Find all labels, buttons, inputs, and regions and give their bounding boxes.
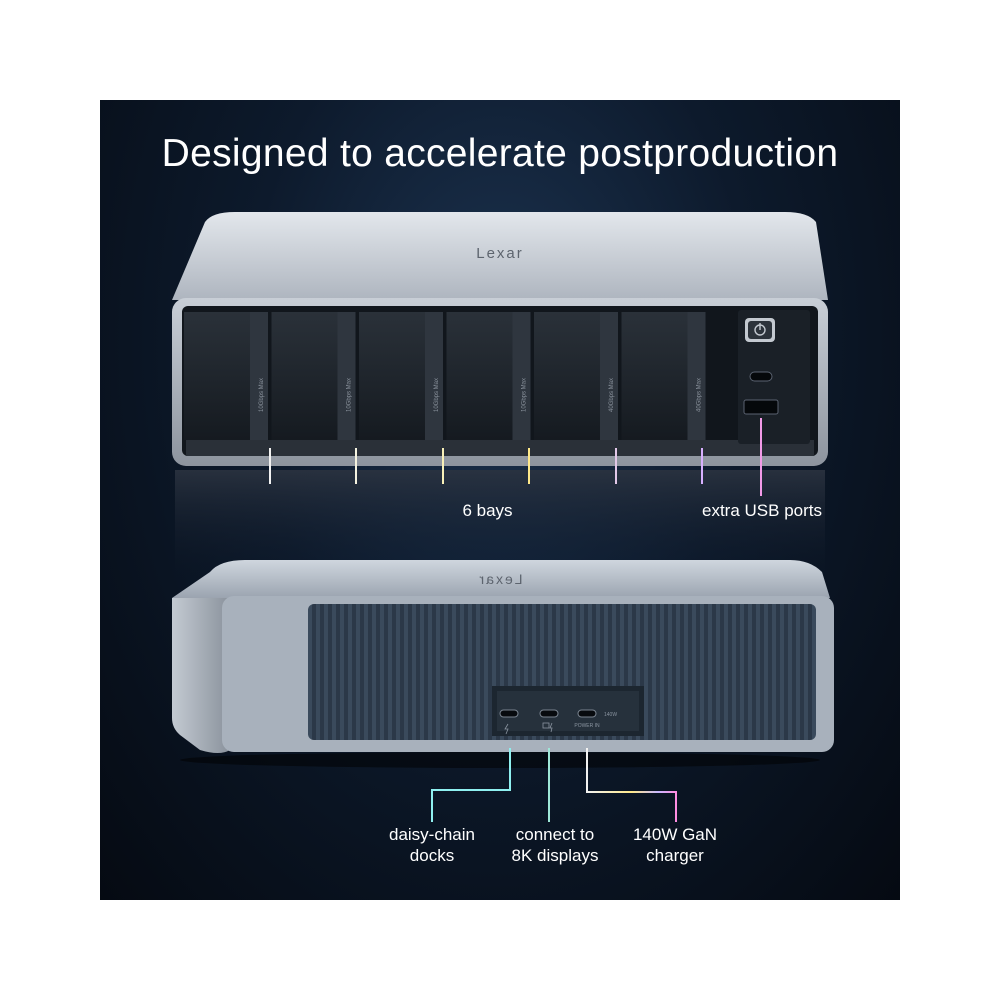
display-port[interactable] xyxy=(539,709,559,718)
drive-bay-speed-label: 10Gbps Max xyxy=(522,378,528,412)
drive-bay-speed-label: 40Gbps Max xyxy=(697,378,703,412)
bays-callout-text: 6 bays xyxy=(462,501,513,520)
daisy-chain-line1: daisy-chain xyxy=(389,825,475,844)
drive-bay-handle[interactable] xyxy=(512,312,531,440)
drive-bay-handle[interactable] xyxy=(337,312,356,440)
bays-callout-line xyxy=(269,448,703,485)
brand-logo-mirrored: Lexar xyxy=(477,571,522,587)
bays-callout: 6 bays xyxy=(440,500,535,521)
drive-bay-handle[interactable] xyxy=(600,312,618,440)
displays-line2: 8K displays xyxy=(511,846,599,865)
charger-callout-line xyxy=(586,748,677,822)
usb-callout: extra USB ports xyxy=(672,500,852,521)
drive-bay[interactable]: 10Gbps Max xyxy=(446,312,531,440)
thunderbolt-icon xyxy=(504,723,509,735)
drive-bay-speed-label: 10Gbps Max xyxy=(434,378,440,412)
power-rating-label: 140W xyxy=(604,712,617,718)
drive-bay[interactable]: 10Gbps Max xyxy=(359,312,443,440)
drive-bay-handle[interactable] xyxy=(250,312,268,440)
drive-bay[interactable]: 40Gbps Max xyxy=(534,312,618,440)
drive-bay-speed-label: 10Gbps Max xyxy=(347,378,353,412)
charger-line2: charger xyxy=(646,846,704,865)
power-in-label: POWER IN xyxy=(574,723,600,729)
front-usb-c-port[interactable] xyxy=(749,371,773,382)
displays-line1: connect to xyxy=(515,825,595,844)
daisy-chain-port[interactable] xyxy=(499,709,519,718)
headline: Designed to accelerate postproduction xyxy=(161,132,839,175)
drive-bay-handle[interactable] xyxy=(687,312,706,440)
displays-callout: connect to 8K displays xyxy=(495,824,615,866)
brand-logo: Lexar xyxy=(476,245,524,262)
charger-line1: 140W GaN xyxy=(632,825,718,844)
front-usb-a-port[interactable] xyxy=(743,399,779,415)
drive-bays: 10Gbps Max 10Gbps Max 10Gbps Max 10Gbps Max… xyxy=(184,312,706,440)
drive-bay[interactable]: 10Gbps Max xyxy=(184,312,268,440)
usb-callout-text: extra USB ports xyxy=(702,501,822,520)
power-icon xyxy=(754,323,766,336)
display-icon xyxy=(542,722,553,733)
drive-bay-speed-label: 10Gbps Max xyxy=(259,378,265,412)
drive-bay-speed-label: 40Gbps Max xyxy=(609,378,615,412)
daisy-chain-callout: daisy-chain docks xyxy=(372,824,492,866)
drive-bay[interactable]: 10Gbps Max xyxy=(271,312,356,440)
rear-device xyxy=(172,560,834,768)
daisy-chain-callout-line xyxy=(431,748,511,822)
drive-bay-handle[interactable] xyxy=(425,312,443,440)
drive-bay[interactable]: 40Gbps Max xyxy=(621,312,706,440)
power-in-port[interactable] xyxy=(577,709,597,718)
charger-callout: 140W GaN charger xyxy=(615,824,735,866)
daisy-chain-line2: docks xyxy=(409,846,455,865)
